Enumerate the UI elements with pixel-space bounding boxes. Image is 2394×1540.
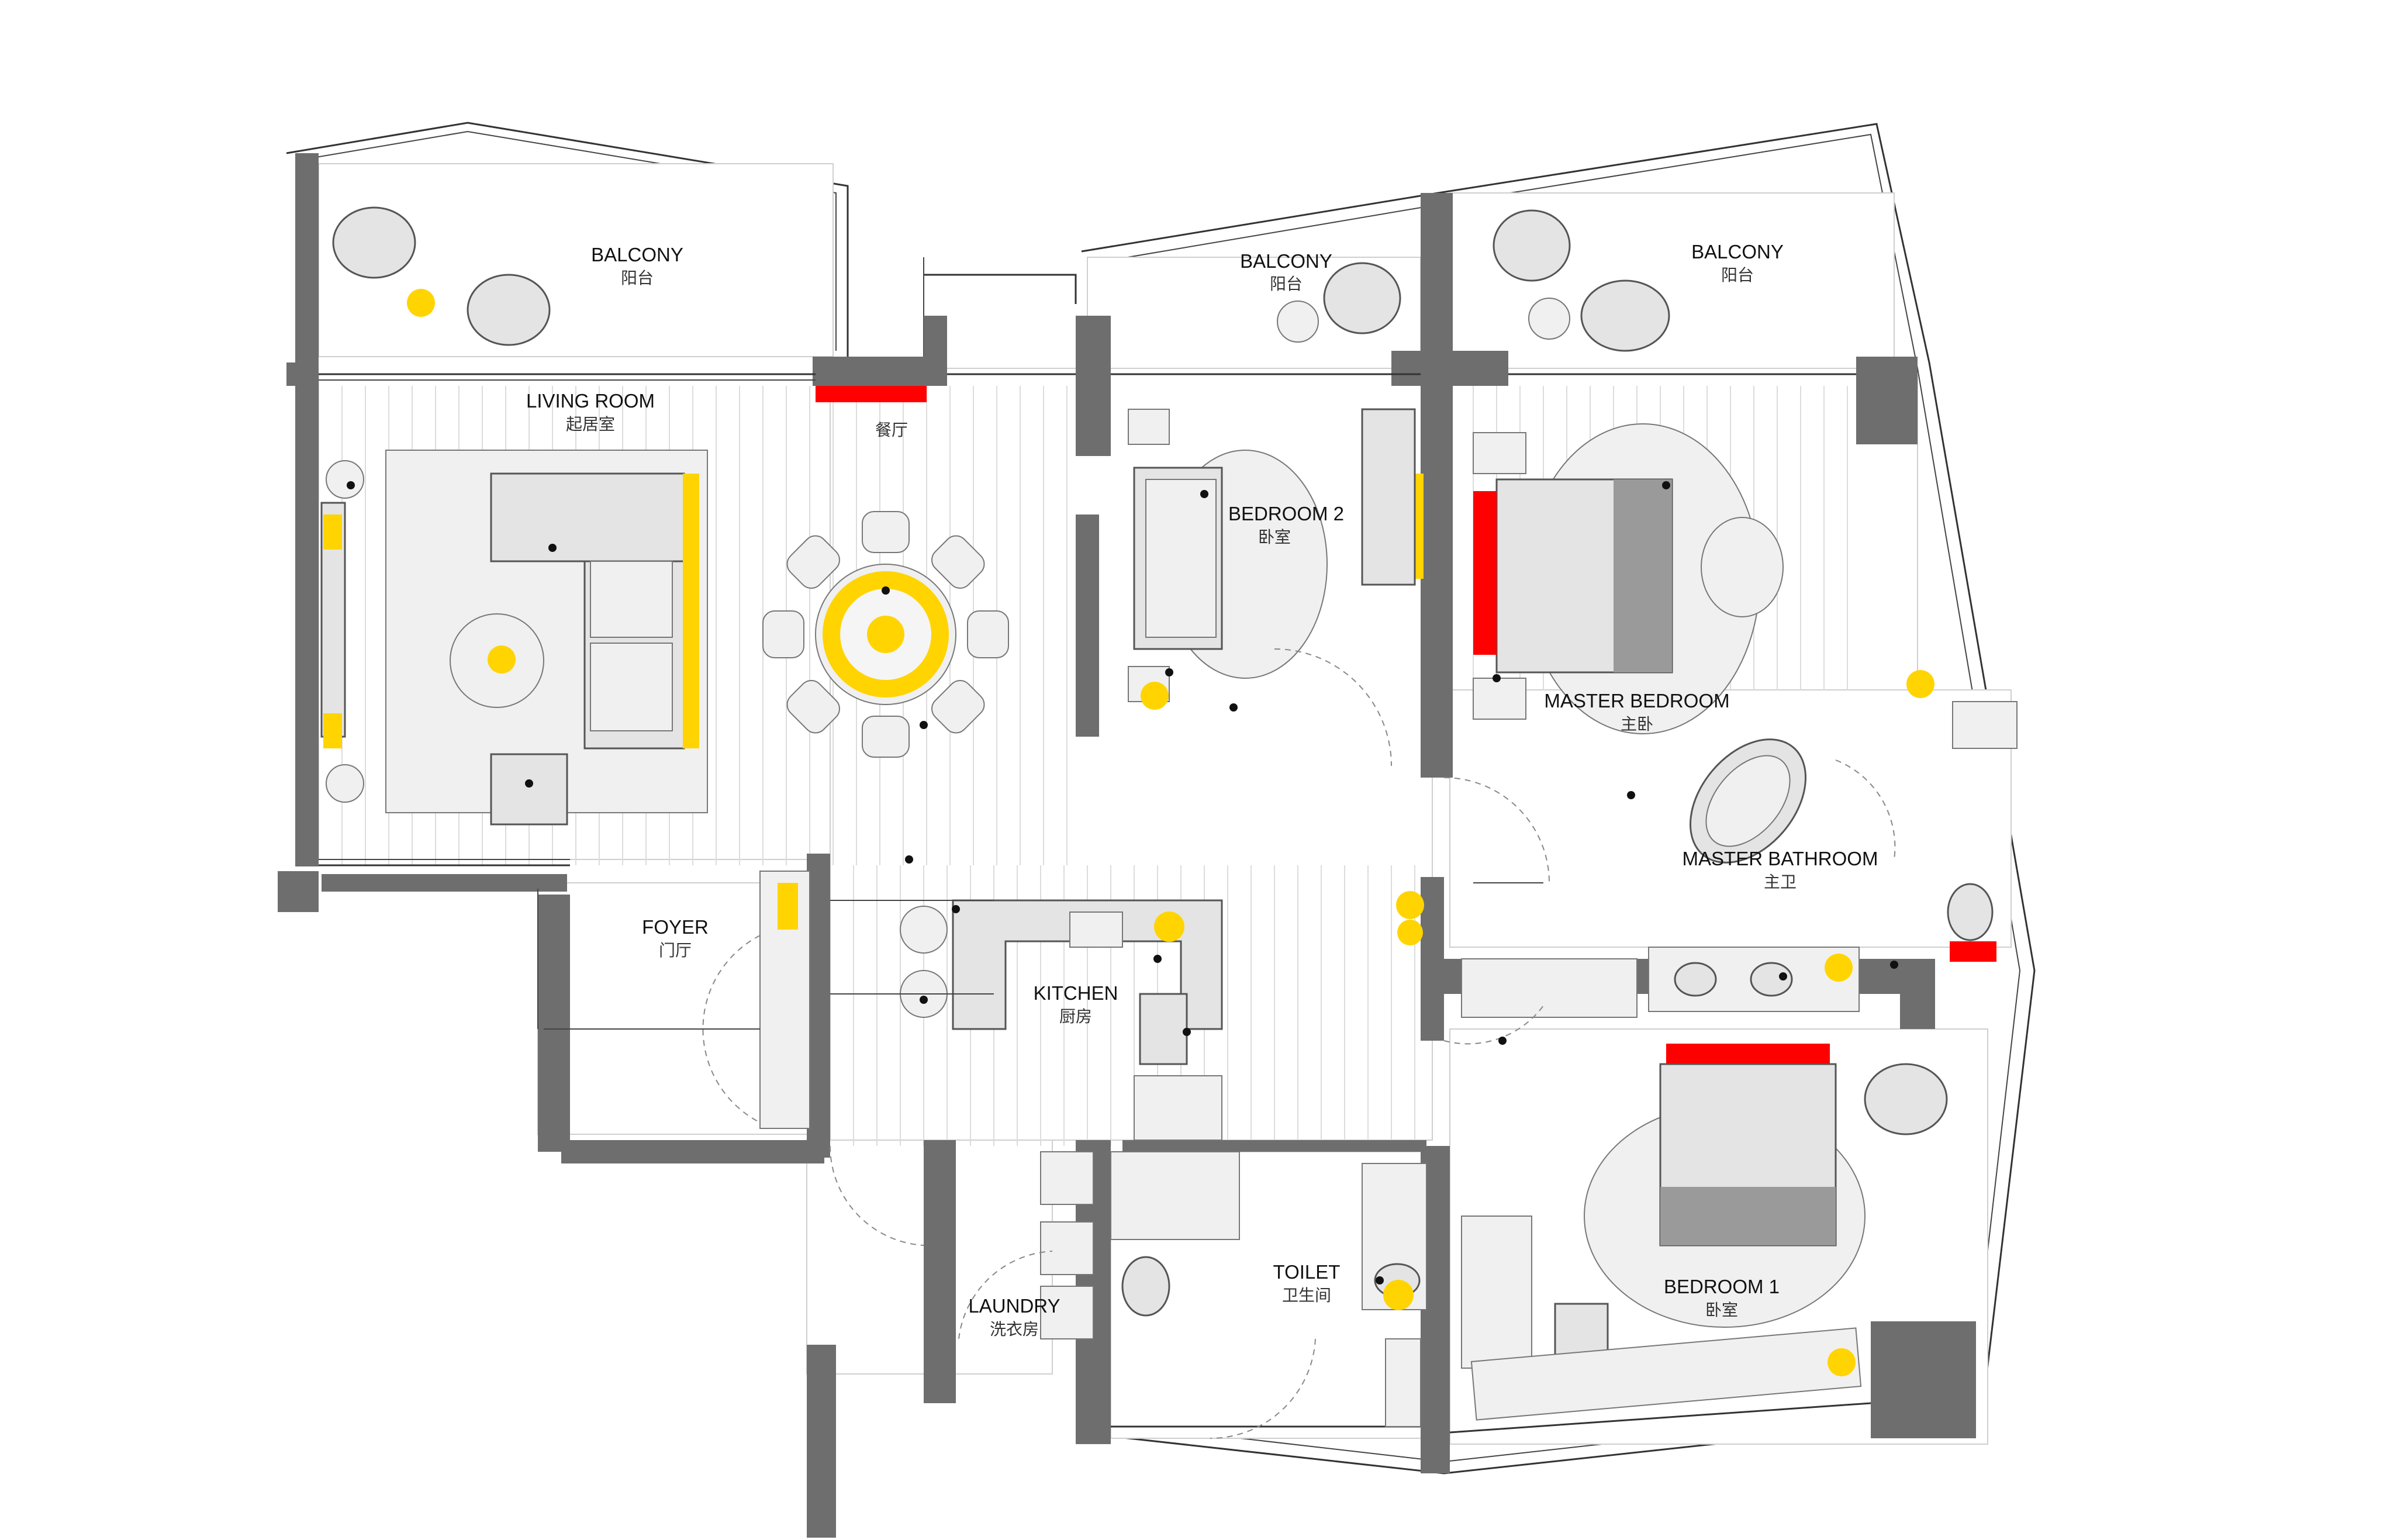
living-room-label-cn: 起居室 bbox=[566, 415, 615, 434]
balcony-right-label: BALCONY bbox=[1691, 241, 1784, 263]
toilet-label: TOILET bbox=[1273, 1261, 1341, 1283]
living-room-furniture bbox=[320, 450, 708, 826]
balcony-left-label: BALCONY bbox=[591, 244, 683, 265]
bedroom1-headboard-highlight bbox=[1666, 1044, 1830, 1064]
foyer-fixtures bbox=[702, 871, 810, 1129]
bedroom2-label-cn: 卧室 bbox=[1258, 527, 1291, 547]
dining-room-label-cn: 餐厅 bbox=[875, 420, 908, 440]
bedroom1-furniture bbox=[1461, 1044, 1948, 1421]
bedroom1-label-cn: 卧室 bbox=[1705, 1300, 1738, 1320]
light-point bbox=[488, 645, 516, 674]
dining-chair bbox=[931, 535, 985, 589]
kitchen-label-cn: 厨房 bbox=[1059, 1007, 1092, 1026]
master-bathroom-fixtures bbox=[1461, 701, 2018, 1018]
kitchen-label: KITCHEN bbox=[1034, 982, 1118, 1004]
toilet-label-cn: 卫生间 bbox=[1282, 1286, 1331, 1305]
dining-room-label: DINING ROOM bbox=[825, 395, 958, 416]
armchair bbox=[490, 753, 568, 826]
windows bbox=[319, 373, 1871, 1434]
balcony-mid-label-cn: 阳台 bbox=[1270, 274, 1303, 294]
sofa-sectional bbox=[490, 472, 685, 562]
balcony-mid-label: BALCONY bbox=[1240, 250, 1332, 272]
dining-chair bbox=[762, 610, 804, 658]
foyer-label-cn: 门厅 bbox=[659, 941, 692, 960]
bedroom1-label: BEDROOM 1 bbox=[1664, 1276, 1780, 1297]
dining-chair bbox=[967, 610, 1009, 658]
foyer-label: FOYER bbox=[642, 916, 709, 938]
laundry-label: LAUNDRY bbox=[968, 1295, 1060, 1317]
living-room-label: LIVING ROOM bbox=[526, 390, 655, 412]
dining-chair bbox=[862, 511, 910, 553]
laundry-fixtures bbox=[1040, 1151, 1094, 1339]
dining-furniture bbox=[762, 511, 1009, 758]
fixture-dots bbox=[347, 481, 1898, 1285]
balcony-right-label-cn: 阳台 bbox=[1721, 265, 1754, 285]
bedroom2-label: BEDROOM 2 bbox=[1228, 503, 1344, 524]
dining-chair bbox=[786, 679, 841, 734]
master-bedroom-label: MASTER BEDROOM bbox=[1544, 690, 1729, 712]
master-bathroom-label: MASTER BATHROOM bbox=[1683, 848, 1878, 869]
balcony-left-label-cn: 阳台 bbox=[621, 268, 654, 288]
toilet-fixtures bbox=[1110, 1151, 1427, 1427]
kitchen-island bbox=[952, 899, 1223, 1030]
headboard-highlight bbox=[1473, 491, 1497, 655]
dining-chair bbox=[786, 535, 841, 589]
master-bedroom-furniture bbox=[1473, 423, 1934, 734]
laundry-label-cn: 洗衣房 bbox=[990, 1320, 1039, 1339]
dining-chair bbox=[862, 716, 910, 758]
room-labels: BALCONY 阳台 BALCONY 阳台 BALCONY 阳台 LIVING … bbox=[526, 241, 1878, 1339]
master-bedroom-label-cn: 主卧 bbox=[1621, 714, 1653, 734]
sofa-light-strip bbox=[683, 474, 699, 748]
balcony-furniture bbox=[332, 206, 1670, 352]
dining-highlight-bar bbox=[816, 386, 927, 402]
kitchen-fixtures bbox=[900, 891, 1424, 1141]
master-bathroom-label-cn: 主卫 bbox=[1764, 872, 1797, 892]
bedroom2-furniture bbox=[1128, 408, 1424, 710]
dining-chair bbox=[931, 679, 985, 734]
